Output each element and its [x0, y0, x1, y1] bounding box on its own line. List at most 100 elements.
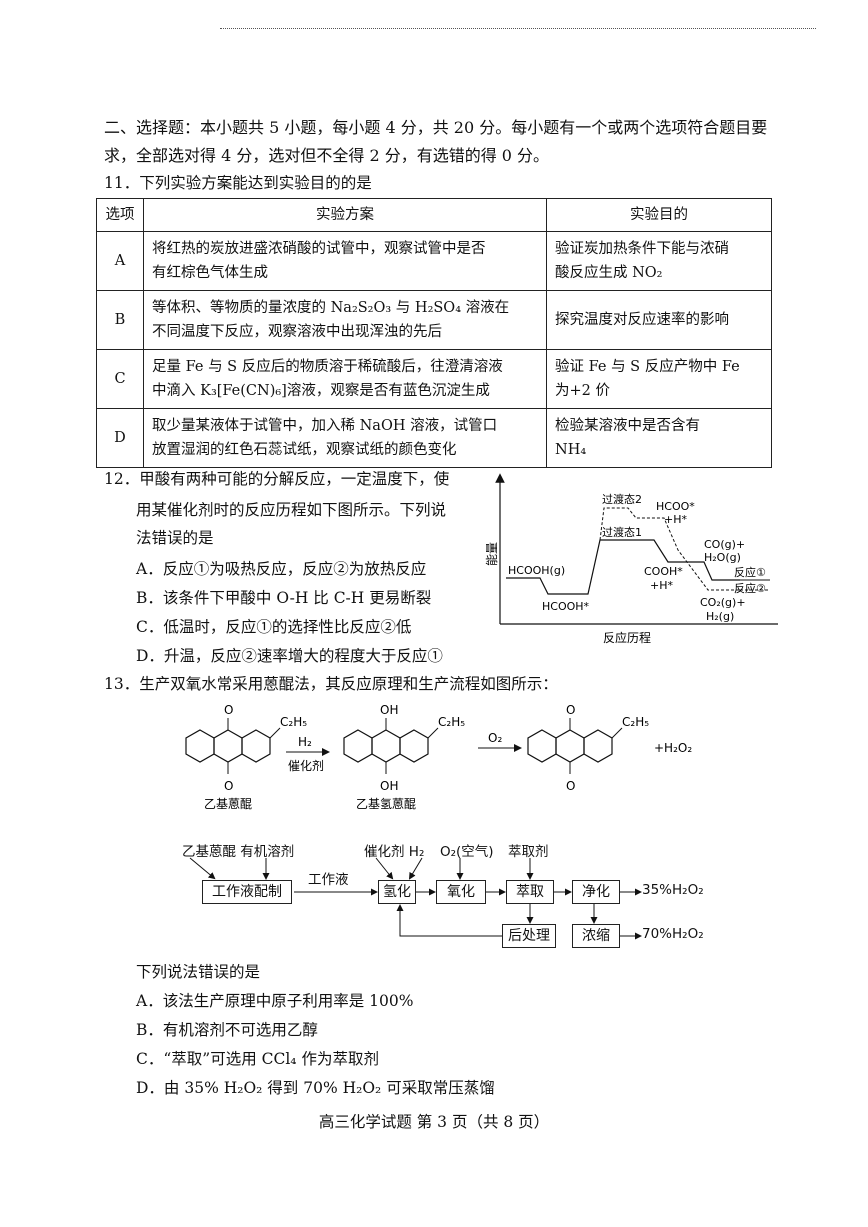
catalyst-label: 催化剂: [288, 758, 324, 773]
flow-box-oxidation: 氧化: [436, 880, 486, 904]
table-row: A 将红热的炭放进盛浓硝酸的试管中，观察试管中是否有红棕色气体生成 验证炭加热条…: [96, 231, 772, 291]
section-heading-line2: 求，全部选对得 4 分，选对但不全得 2 分，有选错的得 0 分。: [104, 146, 550, 165]
table-header-row: 选项 实验方案 实验目的: [96, 198, 772, 232]
goal-text: 探究温度对反应速率的影响: [555, 312, 729, 328]
goal-text: 验证炭加热条件下能与浓硝: [555, 241, 729, 257]
co2-label: CO₂(g)+: [700, 596, 746, 609]
flow-output-35: 35%H₂O₂: [642, 882, 704, 898]
plan-cell: 将红热的炭放进盛浓硝酸的试管中，观察试管中是否有红棕色气体生成: [143, 231, 547, 291]
reaction1-path: [506, 539, 740, 595]
plan-cell: 等体积、等物质的量浓度的 Na₂S₂O₃ 与 H₂SO₄ 溶液在不同温度下反应，…: [143, 290, 547, 350]
option-cell: C: [96, 349, 144, 409]
co-label: CO(g)+: [704, 538, 745, 551]
cooh-label: COOH*: [644, 565, 683, 578]
plan-text: 中滴入 K₃[Fe(CN)₆]溶液，观察是否有蓝色沉淀生成: [152, 383, 490, 399]
page-footer: 高三化学试题 第 3 页（共 8 页）: [318, 1113, 550, 1131]
c2h5-label: C₂H₅: [622, 715, 649, 729]
plan-text: 等体积、等物质的量浓度的 Na₂S₂O₃ 与 H₂SO₄ 溶液在: [152, 300, 510, 316]
c2h5-label: C₂H₅: [438, 715, 465, 729]
goal-cell: 验证 Fe 与 S 反应产物中 Fe 为+2 价: [546, 349, 772, 409]
goal-text: 为+2 价: [555, 383, 610, 399]
q11-stem: 11．下列实验方案能达到实验目的的是: [104, 174, 372, 192]
oh-label-top: OH: [380, 703, 398, 717]
flow-output-70: 70%H₂O₂: [642, 926, 704, 942]
molecule-2-name: 乙基氢蒽醌: [356, 796, 416, 811]
flow-input-3: O₂(空气): [440, 844, 494, 860]
y-axis-label: 能量: [485, 542, 499, 566]
ethylanthraquinone-product-structure: [527, 718, 623, 774]
hcoo-label: HCOO*: [656, 500, 695, 513]
flow-connectors: [189, 857, 642, 940]
q12-option-d: D．升温，反应②速率增大的程度大于反应①: [136, 647, 443, 665]
plan-cell: 取少量某液体于试管中，加入稀 NaOH 溶液，试管口放置湿润的红色石蕊试纸，观察…: [143, 408, 547, 468]
header-plan: 实验方案: [143, 198, 547, 232]
header-option: 选项: [96, 198, 144, 232]
q11-table: 选项 实验方案 实验目的 A 将红热的炭放进盛浓硝酸的试管中，观察试管中是否有红…: [96, 198, 772, 468]
goal-text: 验证 Fe 与 S 反应产物中 Fe: [555, 359, 740, 375]
plan-text: 不同温度下反应，观察溶液中出现浑浊的先后: [152, 324, 442, 340]
section-heading-line1: 二、选择题：本小题共 5 小题，每小题 4 分，共 20 分。每小题有一个或两个…: [104, 118, 768, 137]
oh-label-bottom: OH: [380, 779, 398, 793]
h2-label: H₂(g): [706, 610, 734, 623]
goal-text: 检验某溶液中是否含有: [555, 418, 700, 434]
q12-option-b: B．该条件下甲酸中 O-H 比 C-H 更易断裂: [136, 589, 432, 607]
c2h5-label: C₂H₅: [280, 715, 307, 729]
q13-ask: 下列说法错误的是: [136, 963, 261, 981]
q13-option-d: D．由 35% H₂O₂ 得到 70% H₂O₂ 可采取常压蒸馏: [136, 1079, 495, 1097]
q13-option-b: B．有机溶剂不可选用乙醇: [136, 1021, 318, 1039]
flow-box-extraction: 萃取: [506, 880, 554, 904]
q12-stem-line2: 用某催化剂时的反应历程如下图所示。下列说: [136, 501, 447, 519]
goal-cell: 验证炭加热条件下能与浓硝酸反应生成 NO₂: [546, 231, 772, 291]
plan-text: 取少量某液体于试管中，加入稀 NaOH 溶液，试管口: [152, 418, 498, 434]
o-label-bottom: O: [224, 779, 233, 793]
q13-option-a: A．该法生产原理中原子利用率是 100%: [136, 992, 414, 1010]
header-rule: [220, 28, 816, 29]
q12-option-a: A．反应①为吸热反应，反应②为放热反应: [136, 560, 427, 578]
cooh-h-label: +H*: [650, 579, 673, 592]
transition-state-2-label: 过渡态2: [602, 492, 642, 506]
flow-input-1: 乙基蒽醌 有机溶剂: [182, 844, 295, 860]
plan-cell: 足量 Fe 与 S 反应后的物质溶于稀硫酸后，往澄清溶液中滴入 K₃[Fe(CN…: [143, 349, 547, 409]
flow-box-purification: 净化: [572, 880, 620, 904]
energy-diagram: 能量 反应历程 HCOOH(g) HCOOH* 过渡态2 过渡态1 HCOO* …: [485, 473, 778, 645]
transition-state-1-label: 过渡态1: [602, 525, 642, 539]
table-row: C 足量 Fe 与 S 反应后的物质溶于稀硫酸后，往澄清溶液中滴入 K₃[Fe(…: [96, 349, 772, 409]
flow-working-liquid: 工作液: [308, 872, 349, 888]
option-cell: A: [96, 231, 144, 291]
q13-stem: 13．生产双氧水常采用蒽醌法，其反应原理和生产流程如图所示：: [104, 675, 558, 693]
flow-box-hydrogenation: 氢化: [378, 880, 416, 904]
o-label-bottom: O: [566, 779, 575, 793]
q13-option-c: C．“萃取”可选用 CCl₄ 作为萃取剂: [136, 1050, 379, 1068]
o2-reagent: O₂: [488, 731, 502, 745]
goal-text: NH₄: [555, 442, 587, 458]
ethylanthraquinone-structure: [185, 718, 281, 774]
x-axis-label: 反应历程: [603, 630, 651, 645]
h2o-label: H₂O(g): [704, 551, 741, 564]
plan-text: 将红热的炭放进盛浓硝酸的试管中，观察试管中是否: [152, 241, 486, 257]
plan-text: 有红棕色气体生成: [152, 265, 268, 281]
hcoo-h-label: +H*: [664, 513, 687, 526]
option-cell: D: [96, 408, 144, 468]
flow-box-concentration: 浓缩: [572, 924, 620, 948]
hcooh-gas-label: HCOOH(g): [508, 564, 565, 577]
q12-option-c: C．低温时，反应①的选择性比反应②低: [136, 618, 412, 636]
header-goal: 实验目的: [546, 198, 772, 232]
option-cell: B: [96, 290, 144, 350]
reaction-scheme: O O C₂H₅ 乙基蒽醌 H₂ 催化剂 OH OH C₂H₅ 乙基氢蒽醌 O₂…: [185, 703, 692, 811]
reaction2-path: [599, 507, 740, 591]
q12-stem-line1: 12．甲酸有两种可能的分解反应，一定温度下，使: [104, 470, 450, 488]
flow-box-prepare: 工作液配制: [202, 880, 292, 904]
hcooh-adsorbed-label: HCOOH*: [542, 600, 590, 613]
goal-cell: 探究温度对反应速率的影响: [546, 290, 772, 350]
o-label-top: O: [224, 703, 233, 717]
h2-reagent: H₂: [298, 735, 312, 749]
flow-input-2: 催化剂 H₂: [364, 844, 425, 860]
reaction-2-label: 反应②: [734, 581, 766, 595]
molecule-1-name: 乙基蒽醌: [204, 797, 252, 811]
table-row: B 等体积、等物质的量浓度的 Na₂S₂O₃ 与 H₂SO₄ 溶液在不同温度下反…: [96, 290, 772, 350]
flow-input-4: 萃取剂: [508, 844, 549, 860]
o-label-top: O: [566, 703, 575, 717]
flow-box-posttreatment: 后处理: [502, 924, 556, 948]
goal-cell: 检验某溶液中是否含有 NH₄: [546, 408, 772, 468]
q12-stem-line3: 法错误的是: [136, 529, 214, 547]
